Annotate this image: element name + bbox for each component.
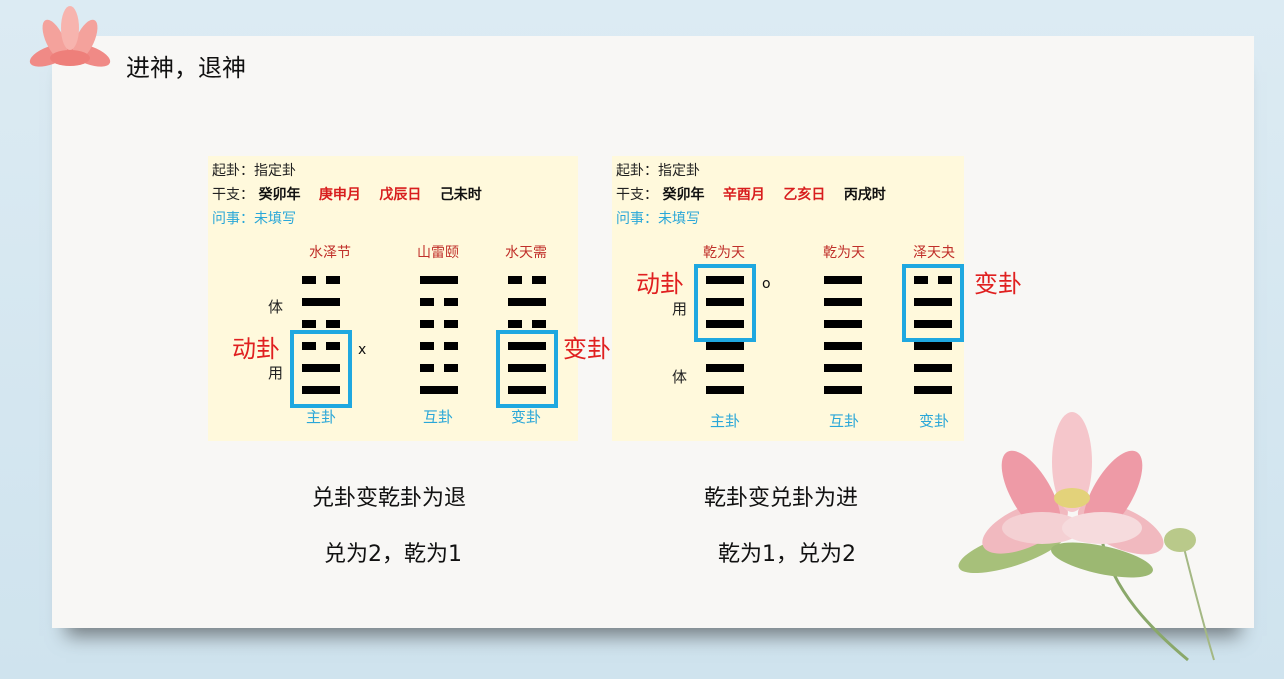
yao-line <box>302 342 340 350</box>
hex-foot-mutual: 互卦 <box>828 412 859 430</box>
ganzhi-hour: 丙戌时 <box>843 187 886 203</box>
yao-line <box>302 276 340 284</box>
ti-label: 体 <box>268 298 284 316</box>
yao-line <box>302 320 340 328</box>
right-caption-2: 乾为1，兑为2 <box>718 542 856 567</box>
hex-foot-changed: 变卦 <box>918 412 949 430</box>
yao-line <box>824 276 862 284</box>
changed-trigram-highlight <box>902 264 964 342</box>
yao-line <box>302 364 340 372</box>
yao-line <box>914 276 952 284</box>
yao-line <box>914 364 952 372</box>
yao-line <box>508 386 546 394</box>
yao-line <box>706 276 744 284</box>
ti-label: 体 <box>672 368 688 386</box>
yao-line <box>914 298 952 306</box>
yao-line <box>824 386 862 394</box>
yao-line <box>914 320 952 328</box>
left-caption-2: 兑为2，乾为1 <box>324 542 462 567</box>
hex-name-mutual: 山雷颐 <box>417 245 459 261</box>
qigua-value: 指定卦 <box>658 163 700 179</box>
hex-name-mutual: 乾为天 <box>823 245 865 261</box>
yao-line <box>420 386 458 394</box>
wenshi-value: 未填写 <box>658 211 700 227</box>
right-hexagram-card: 起卦：指定卦 干支： 癸卯年 辛酉月 乙亥日 丙戌时 问事：未填写 乾为天 乾为… <box>612 156 964 441</box>
yao-line <box>508 342 546 350</box>
yao-line <box>706 298 744 306</box>
qigua-label: 起卦： <box>212 163 254 179</box>
hex-foot-mutual: 互卦 <box>422 408 453 426</box>
ganzhi-hour: 己未时 <box>439 187 482 203</box>
qigua-row: 起卦：指定卦 <box>616 160 714 180</box>
moving-line-mark: x <box>358 342 367 358</box>
yao-line <box>420 276 458 284</box>
yao-line <box>302 298 340 306</box>
ganzhi-day: 戊辰日 <box>379 187 422 203</box>
dong-gua-label: 动卦 <box>232 335 280 363</box>
bian-gua-label: 变卦 <box>974 270 1022 298</box>
ganzhi-year: 癸卯年 <box>258 187 301 203</box>
ganzhi-month: 辛酉月 <box>722 187 765 203</box>
yao-line <box>824 364 862 372</box>
wenshi-label: 问事： <box>212 211 254 227</box>
hex-name-main: 乾为天 <box>703 245 745 261</box>
hex-foot-main: 主卦 <box>709 412 740 430</box>
right-caption-1: 乾卦变兑卦为进 <box>704 486 859 511</box>
left-hexagram-card: 起卦：指定卦 干支： 癸卯年 庚申月 戊辰日 己未时 问事：未填写 水泽节 山雷… <box>208 156 578 441</box>
yao-line <box>706 320 744 328</box>
hex-name-main: 水泽节 <box>309 245 351 261</box>
yao-line <box>420 342 458 350</box>
ganzhi-month: 庚申月 <box>318 187 361 203</box>
yao-line <box>508 298 546 306</box>
yao-line <box>824 320 862 328</box>
hex-foot-main: 主卦 <box>305 408 336 426</box>
qigua-row: 起卦：指定卦 <box>212 160 310 180</box>
moving-line-mark: o <box>762 276 771 292</box>
lotus-decoration-icon <box>29 6 111 67</box>
moving-trigram-highlight <box>290 330 352 408</box>
yao-line <box>420 298 458 306</box>
lotus-flower-icon <box>958 412 1215 662</box>
qigua-value: 指定卦 <box>254 163 296 179</box>
yao-line <box>914 342 952 350</box>
yong-label: 用 <box>268 364 284 382</box>
page-title: 进神，退神 <box>126 54 246 82</box>
hex-name-changed: 泽天夬 <box>913 245 955 261</box>
qigua-label: 起卦： <box>616 163 658 179</box>
changed-trigram-highlight <box>496 330 558 408</box>
yao-line <box>706 342 744 350</box>
yao-line <box>824 342 862 350</box>
ganzhi-row: 干支： 癸卯年 辛酉月 乙亥日 丙戌时 <box>616 184 900 204</box>
ganzhi-day: 乙亥日 <box>783 187 826 203</box>
yao-line <box>302 386 340 394</box>
yao-line <box>914 386 952 394</box>
ganzhi-label: 干支： <box>616 187 658 203</box>
moving-trigram-highlight <box>694 264 756 342</box>
yong-label: 用 <box>672 300 688 318</box>
yao-line <box>420 320 458 328</box>
wenshi-label: 问事： <box>616 211 658 227</box>
wenshi-value: 未填写 <box>254 211 296 227</box>
wenshi-row: 问事：未填写 <box>212 208 310 228</box>
wenshi-row: 问事：未填写 <box>616 208 714 228</box>
yao-line <box>508 364 546 372</box>
left-caption-1: 兑卦变乾卦为退 <box>312 486 467 511</box>
ganzhi-label: 干支： <box>212 187 254 203</box>
bian-gua-label: 变卦 <box>563 335 611 363</box>
yao-line <box>706 386 744 394</box>
yao-line <box>508 276 546 284</box>
hex-foot-changed: 变卦 <box>510 408 541 426</box>
hex-name-changed: 水天需 <box>505 245 547 261</box>
yao-line <box>824 298 862 306</box>
ganzhi-year: 癸卯年 <box>662 187 705 203</box>
yao-line <box>508 320 546 328</box>
ganzhi-row: 干支： 癸卯年 庚申月 戊辰日 己未时 <box>212 184 496 204</box>
yao-line <box>420 364 458 372</box>
yao-line <box>706 364 744 372</box>
dong-gua-label: 动卦 <box>636 270 684 298</box>
